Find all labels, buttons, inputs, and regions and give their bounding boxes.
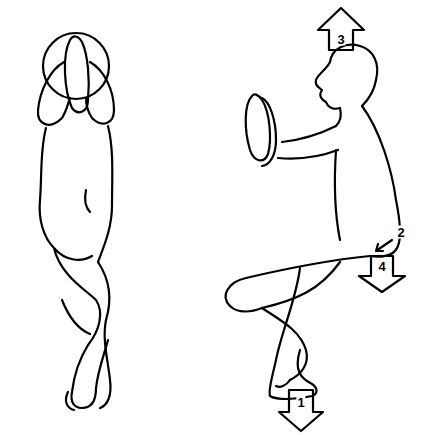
up-arrow xyxy=(318,8,364,50)
callout-number: 4 xyxy=(377,260,386,273)
callout-number: 1 xyxy=(296,396,305,409)
down-arrow xyxy=(279,390,323,431)
pointer-arrow xyxy=(376,240,392,251)
down-arrow xyxy=(359,256,405,292)
callout-number: 3 xyxy=(336,33,345,46)
side-figure xyxy=(226,45,401,399)
callout-number: 2 xyxy=(396,226,405,239)
front-figure xyxy=(38,33,114,410)
